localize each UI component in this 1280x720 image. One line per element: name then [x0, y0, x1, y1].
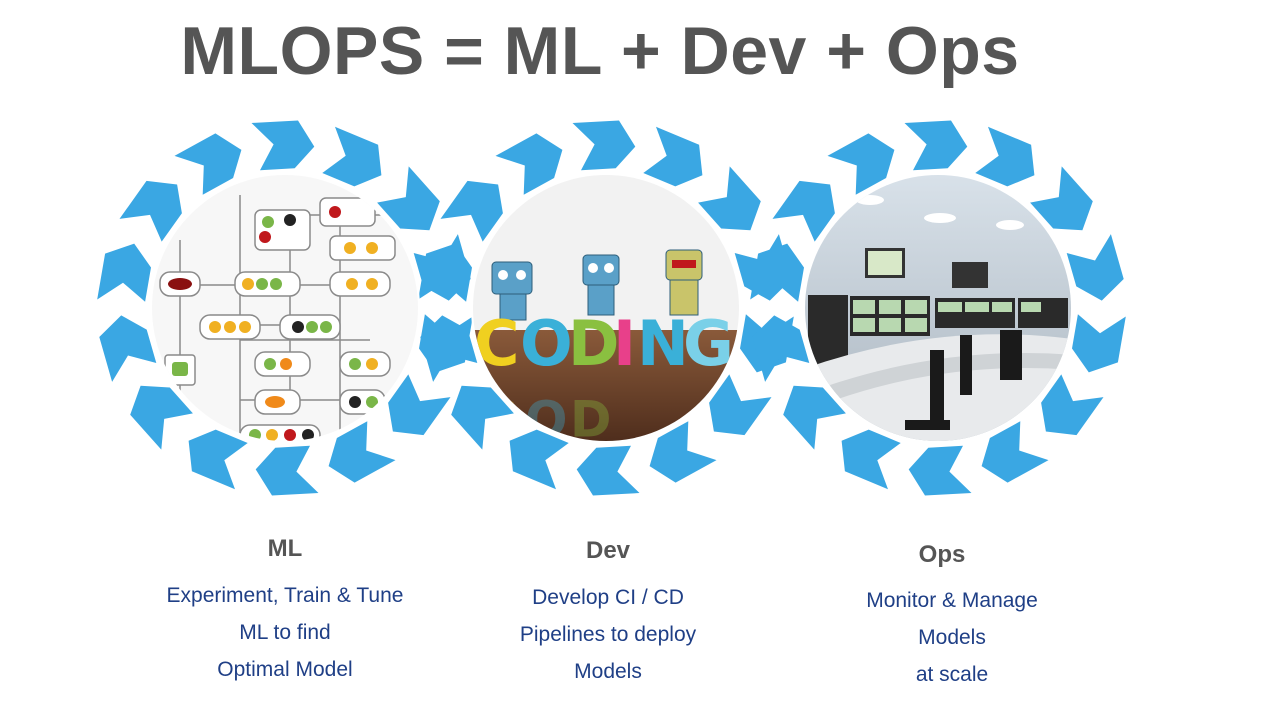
- cycle-arrow-segment: [130, 385, 193, 450]
- cycle-arrow-segment: [188, 429, 248, 490]
- ops-label: Ops: [919, 541, 966, 568]
- dev-desc-line: Models: [574, 660, 642, 683]
- ml-panel-text: ML Experiment, Train & Tune ML to find O…: [167, 535, 404, 681]
- cycle-arrow-segment: [1030, 166, 1093, 231]
- dev-desc-line: Develop CI / CD: [532, 586, 684, 609]
- cycle-arrow-segment: [251, 120, 315, 171]
- cycle-arrow-segment: [908, 445, 972, 496]
- cycle-arrow-segment: [451, 385, 514, 450]
- ops-desc-line: Models: [918, 626, 986, 649]
- svg-text:I: I: [613, 307, 636, 380]
- cycle-arrow-segment: [99, 315, 157, 382]
- ml-cycle-ring: [97, 120, 473, 496]
- svg-text:D: D: [570, 388, 612, 446]
- cycle-arrow-segment: [643, 126, 703, 187]
- ops-desc-line: Monitor & Manage: [866, 589, 1038, 612]
- ml-label: ML: [268, 535, 303, 562]
- cycle-arrow-segment: [752, 315, 810, 382]
- cycle-arrow-segment: [709, 374, 772, 436]
- cycle-arrow-segment: [328, 421, 396, 483]
- cycle-arrow-segment: [509, 429, 569, 490]
- cycle-arrow-segment: [418, 243, 472, 302]
- cycle-arrow-segment: [981, 421, 1049, 483]
- svg-text:O: O: [520, 307, 573, 380]
- cycle-arrow-segment: [698, 166, 761, 231]
- dev-panel-text: Dev Develop CI / CD Pipelines to deploy …: [520, 537, 697, 683]
- dev-label: Dev: [586, 537, 631, 564]
- ops-panel-text: Ops Monitor & Manage Models at scale: [866, 541, 1038, 686]
- ml-desc-line: Experiment, Train & Tune: [167, 584, 404, 607]
- ops-cycle-ring: [750, 120, 1126, 496]
- cycle-arrow-segment: [97, 243, 151, 302]
- svg-text:D: D: [568, 307, 619, 380]
- cycle-arrow-segment: [1072, 314, 1126, 373]
- cycle-arrow-segment: [119, 180, 182, 242]
- cycle-arrow-segment: [841, 429, 901, 490]
- cycle-arrow-segment: [440, 180, 503, 242]
- control-room-image: [803, 173, 1073, 443]
- cycle-arrow-segment: [1041, 374, 1104, 436]
- cycle-arrow-segment: [388, 374, 451, 436]
- cycle-arrow-segment: [975, 126, 1035, 187]
- cycle-arrow-segment: [572, 120, 636, 171]
- page-title: MLOPS = ML + Dev + Ops: [180, 13, 1020, 89]
- cycle-arrow-segment: [772, 180, 835, 242]
- cycle-arrow-segment: [174, 133, 242, 195]
- cycle-arrow-segment: [255, 445, 319, 496]
- cycle-arrow-segment: [904, 120, 968, 171]
- workflow-graph-image: [150, 173, 420, 443]
- ml-desc-line: ML to find: [239, 621, 330, 644]
- ml-desc-line: Optimal Model: [217, 658, 352, 681]
- cycle-arrow-segment: [495, 133, 563, 195]
- dev-desc-line: Pipelines to deploy: [520, 623, 697, 646]
- cycle-arrow-segment: [1066, 234, 1124, 301]
- coding-robots-image: C O D I N G C O D: [471, 173, 741, 446]
- coding-letter-c: C: [474, 307, 520, 380]
- cycle-arrow-segment: [420, 315, 478, 382]
- cycle-arrow-segment: [377, 166, 440, 231]
- ops-desc-line: at scale: [916, 663, 988, 686]
- cycle-arrow-segment: [783, 385, 846, 450]
- cycle-arrow-segment: [750, 243, 804, 302]
- cycle-arrow-segment: [649, 421, 717, 483]
- svg-text:N: N: [637, 307, 689, 380]
- cycle-arrow-segment: [576, 445, 640, 496]
- cycle-arrow-segment: [322, 126, 382, 187]
- cycle-arrow-segment: [827, 133, 895, 195]
